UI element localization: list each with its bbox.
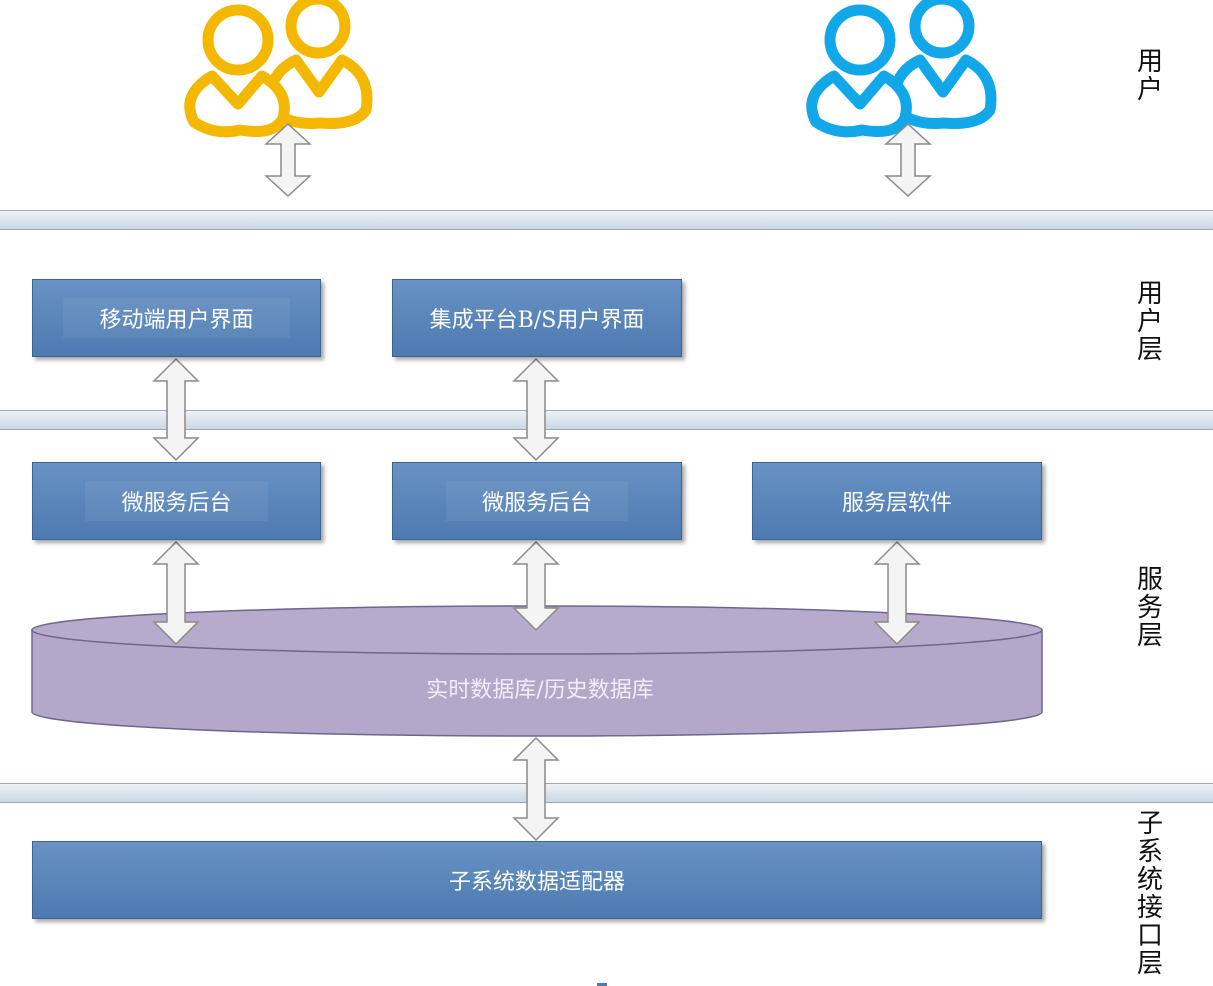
bs-ui-box: 集成平台B/S用户界面 xyxy=(392,279,682,357)
micro-backend-box-2: 微服务后台 xyxy=(392,462,682,540)
micro-backend-box-1: 微服务后台 xyxy=(32,462,321,540)
micro-backend-label: 微服务后台 xyxy=(445,481,628,521)
double-arrow-icon xyxy=(152,540,200,646)
separator-band xyxy=(0,783,1213,803)
layer-label-service-layer: 服 务 层 xyxy=(1136,565,1163,651)
double-arrow-icon xyxy=(512,736,560,842)
double-arrow-icon xyxy=(884,122,932,198)
double-arrow-icon xyxy=(152,357,200,462)
layer-label-user-layer: 用 户 层 xyxy=(1136,279,1163,365)
layer-label-subsystem-layer: 子 系 统 接 口 层 xyxy=(1136,809,1163,979)
micro-backend-label: 微服务后台 xyxy=(85,481,268,521)
separator-band xyxy=(0,410,1213,430)
mobile-ui-label: 移动端用户界面 xyxy=(63,298,290,338)
bs-ui-label: 集成平台B/S用户界面 xyxy=(429,308,645,333)
mobile-ui-box: 移动端用户界面 xyxy=(32,279,321,357)
double-arrow-icon xyxy=(512,540,560,632)
layer-label-user: 用 户 xyxy=(1136,47,1163,105)
database-label: 实时数据库/历史数据库 xyxy=(426,678,654,703)
arrows-group xyxy=(152,122,932,842)
double-arrow-icon xyxy=(264,122,312,198)
double-arrow-icon xyxy=(873,540,921,646)
service-software-label: 服务层软件 xyxy=(841,491,952,516)
separator-band xyxy=(0,210,1213,230)
double-arrow-icon xyxy=(512,357,560,462)
user-group-icon xyxy=(184,0,373,138)
adapter-box: 子系统数据适配器 xyxy=(32,841,1042,919)
service-software-box: 服务层软件 xyxy=(752,462,1042,540)
adapter-label: 子系统数据适配器 xyxy=(448,870,625,895)
user-group-icon xyxy=(806,0,997,138)
bottom-mark xyxy=(597,983,607,986)
